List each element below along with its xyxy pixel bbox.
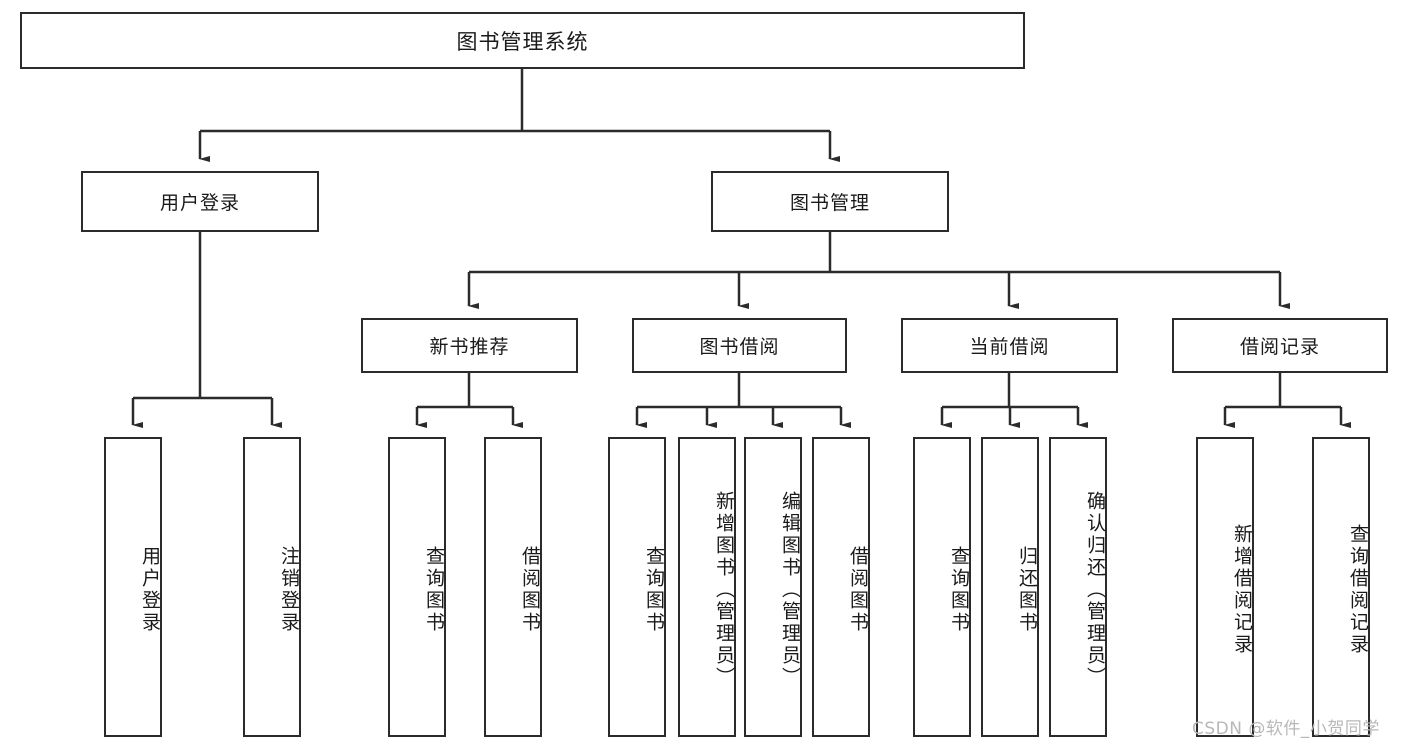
node-leaf-11[interactable]: 确认归还（管理员） bbox=[1049, 437, 1107, 737]
node-submodule-2[interactable]: 图书借阅 bbox=[632, 318, 847, 373]
node-leaf-4[interactable]: 借阅图书 bbox=[484, 437, 542, 737]
node-leaf-12[interactable]: 新增借阅记录 bbox=[1196, 437, 1254, 737]
node-submodule-4[interactable]: 借阅记录 bbox=[1172, 318, 1388, 373]
node-leaf-6[interactable]: 新增图书（管理员） bbox=[678, 437, 736, 737]
node-submodule-1[interactable]: 新书推荐 bbox=[361, 318, 578, 373]
node-leaf-1[interactable]: 用户登录 bbox=[104, 437, 162, 737]
node-module-2[interactable]: 图书管理 bbox=[711, 171, 949, 232]
node-leaf-3[interactable]: 查询图书 bbox=[388, 437, 446, 737]
node-leaf-5[interactable]: 查询图书 bbox=[608, 437, 666, 737]
node-leaf-13[interactable]: 查询借阅记录 bbox=[1312, 437, 1370, 737]
node-leaf-2[interactable]: 注销登录 bbox=[243, 437, 301, 737]
node-root-system[interactable]: 图书管理系统 bbox=[20, 12, 1025, 69]
node-submodule-3[interactable]: 当前借阅 bbox=[901, 318, 1118, 373]
node-leaf-10[interactable]: 归还图书 bbox=[981, 437, 1039, 737]
node-leaf-7[interactable]: 编辑图书（管理员） bbox=[744, 437, 802, 737]
node-leaf-8[interactable]: 借阅图书 bbox=[812, 437, 870, 737]
node-module-1[interactable]: 用户登录 bbox=[81, 171, 319, 232]
node-leaf-9[interactable]: 查询图书 bbox=[913, 437, 971, 737]
